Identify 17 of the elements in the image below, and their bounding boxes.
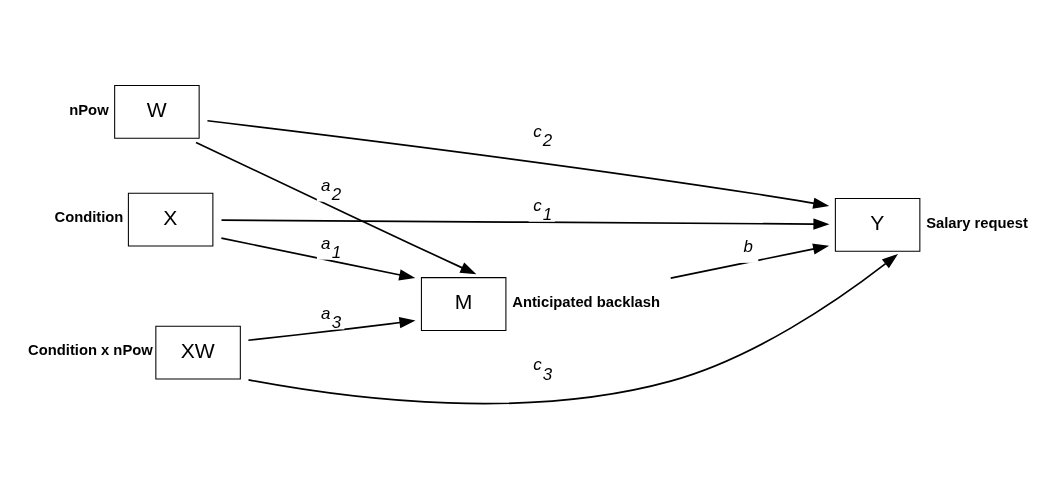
node-box: M <box>420 276 507 331</box>
node-label: Condition x nPow <box>28 341 153 358</box>
edge-label: b <box>743 236 753 256</box>
node-box: Y <box>834 197 921 252</box>
node-label: Condition <box>54 208 124 225</box>
arrow <box>195 141 477 274</box>
arrow <box>247 316 416 341</box>
arrow <box>247 253 899 404</box>
node-box: XW <box>155 325 241 380</box>
node-label: Salary request <box>926 214 1028 231</box>
node-box: X <box>127 192 214 246</box>
node-label: nPow <box>69 101 109 118</box>
arrow <box>220 236 416 280</box>
node-label: Anticipated backlash <box>512 293 660 310</box>
arrow <box>220 217 830 230</box>
arrow <box>669 243 830 279</box>
node-box: W <box>114 84 200 139</box>
